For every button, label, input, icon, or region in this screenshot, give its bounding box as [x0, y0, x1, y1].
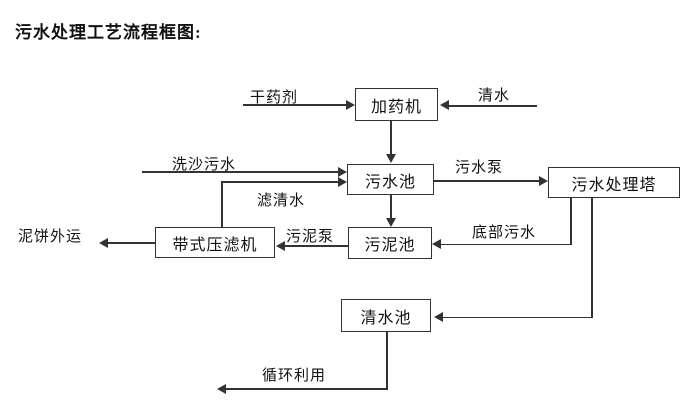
recycling-vline [386, 332, 388, 389]
clear-water-line [449, 105, 537, 107]
node-treatment-tower: 污水处理塔 [548, 167, 680, 198]
mud-cake-line [108, 242, 155, 244]
bottom-sewage-arrowhead [432, 239, 441, 249]
node-sewage-pool: 污水池 [347, 164, 434, 195]
bottom-sewage-hline [441, 243, 572, 245]
sewage-pump-line [434, 180, 539, 182]
tower-to-clearpool-arrowhead [434, 312, 443, 322]
label-clear-water: 清水 [478, 87, 511, 104]
tower-to-clearpool-vline [591, 198, 593, 318]
filtered-water-hline [221, 181, 338, 183]
sludge-pump-arrowhead [276, 241, 285, 251]
node-belt-filter-press: 带式压滤机 [155, 227, 275, 258]
pool-to-sludge-line [390, 195, 392, 219]
recycling-hline [226, 388, 388, 390]
mud-cake-arrowhead [99, 238, 108, 248]
node-clear-water-pool: 清水池 [341, 299, 431, 332]
sand-washing-arrowhead [338, 167, 347, 177]
label-recycling: 循环利用 [262, 367, 327, 384]
dosing-to-pool-line [390, 121, 392, 155]
label-mud-cake-outbound: 泥饼外运 [18, 228, 83, 245]
dry-agent-arrowhead [346, 100, 355, 110]
dosing-to-pool-arrowhead [386, 154, 396, 163]
node-dosing-machine: 加药机 [355, 88, 438, 121]
label-filtered-water: 滤清水 [257, 192, 306, 209]
tower-to-clearpool-hline [443, 316, 593, 318]
clear-water-arrowhead [440, 100, 449, 110]
bottom-sewage-vline [570, 198, 572, 245]
recycling-arrowhead [217, 384, 226, 394]
filtered-water-vline [221, 182, 223, 227]
sand-washing-line [142, 171, 338, 173]
diagram-title: 污水处理工艺流程框图: [15, 23, 202, 42]
label-sewage-pump: 污水泵 [455, 159, 504, 176]
dry-agent-line [243, 104, 346, 106]
sludge-pump-line [285, 245, 348, 247]
label-bottom-sewage: 底部污水 [472, 224, 537, 241]
filtered-water-arrowhead [338, 177, 347, 187]
pool-to-sludge-arrowhead [386, 218, 396, 227]
node-sludge-pool: 污泥池 [348, 227, 432, 259]
label-sludge-pump: 污泥泵 [286, 228, 335, 245]
sewage-pump-arrowhead [539, 176, 548, 186]
label-sand-washing-sewage: 洗沙污水 [172, 156, 237, 173]
label-dry-agent: 干药剂 [250, 89, 299, 106]
